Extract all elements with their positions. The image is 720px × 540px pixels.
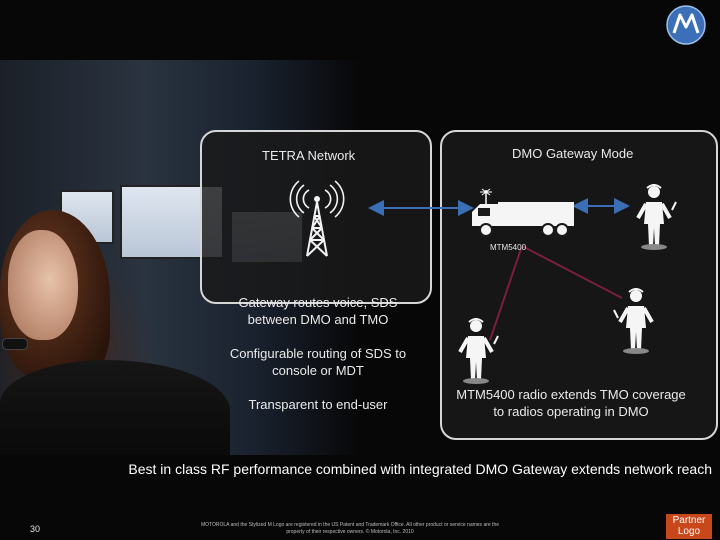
radio-user-icon: [452, 318, 502, 384]
partner-logo: Partner Logo: [666, 514, 712, 539]
transparent-text: Transparent to end-user: [226, 396, 410, 413]
radio-user-icon: [612, 288, 662, 354]
dmo-link-line: [522, 246, 622, 298]
page-number: 30: [30, 524, 40, 534]
gateway-routes-text: Gateway routes voice, SDS between DMO an…: [226, 294, 410, 328]
legal-notice: MOTOROLA and the Stylized M Logo are reg…: [200, 522, 500, 536]
radio-user-icon: [630, 184, 680, 250]
gateway-truck-icon: [468, 188, 578, 240]
slide-headline: Best in class RF performance combined wi…: [70, 460, 712, 479]
configurable-routing-text: Configurable routing of SDS to console o…: [222, 345, 414, 379]
radio-extends-text: MTM5400 radio extends TMO coverage to ra…: [456, 386, 686, 420]
radio-model-label: MTM5400: [490, 243, 526, 252]
